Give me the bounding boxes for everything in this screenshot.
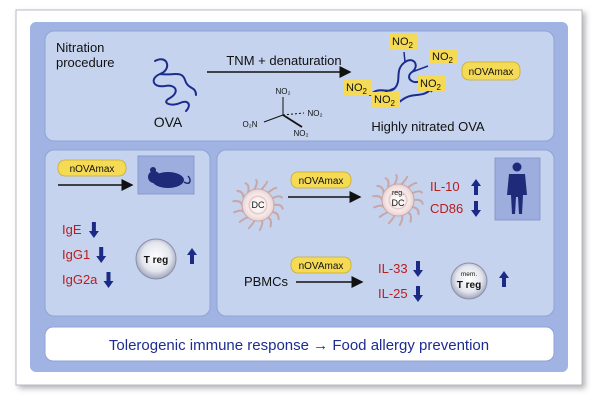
- no2-label: NO2: [430, 49, 458, 65]
- novamax-badge-top-panel: nOVAmax: [461, 61, 521, 81]
- nitration-panel: Nitration procedure OVA TNM + denaturati…: [44, 30, 555, 142]
- marker-label: IL-10: [430, 179, 460, 194]
- nitration-title-line1: Nitration: [56, 40, 104, 55]
- tnm-molecule-icon: NO₂ O₂N NO₂ NO₂: [242, 87, 322, 138]
- pbmc-label: PBMCs: [244, 274, 289, 289]
- nitrated-ova-label: Highly nitrated OVA: [371, 119, 485, 134]
- marker-down-arrow-icon: [471, 201, 481, 217]
- no2-text: NO2: [374, 94, 396, 108]
- no2-text: NO2: [346, 82, 368, 96]
- no2-label: NO2: [418, 76, 446, 92]
- dc-cell-icon: [232, 179, 284, 231]
- mem-treg-arrow-glyph: [499, 271, 509, 287]
- mem-treg-up-arrow-icon: [499, 271, 509, 287]
- cytokine-label: IL-33: [378, 261, 408, 276]
- antibody-down-arrow-icon: [103, 272, 114, 288]
- novamax-badge-dc-label: nOVAmax: [299, 176, 344, 187]
- dc-label: DC: [252, 200, 265, 210]
- reg-dc-cell-icon: [372, 174, 424, 226]
- ova-label: OVA: [154, 114, 183, 130]
- antibody-down-arrow-icon: [88, 222, 99, 238]
- no2-text: NO2: [392, 36, 414, 50]
- nitration-title-line2: procedure: [56, 55, 115, 70]
- novamax-badge-top-label: nOVAmax: [469, 67, 514, 78]
- marker-label: CD86: [430, 201, 463, 216]
- treg-arrow-glyph: [187, 248, 197, 264]
- antibody-label: IgG2a: [62, 272, 98, 287]
- no2-text: NO2: [420, 78, 442, 92]
- mem-treg-label-line2: T reg: [457, 280, 481, 291]
- no2-label: NO2: [372, 92, 400, 108]
- human-icon: [507, 162, 527, 214]
- ova-protein-icon: [152, 58, 197, 112]
- tnm-left-o2n: O₂N: [242, 120, 257, 129]
- tnm-right-no2: NO₂: [307, 109, 322, 118]
- mouse-icon: [148, 167, 191, 188]
- antibody-label: IgG1: [62, 247, 90, 262]
- treg-up-arrow-icon: [187, 248, 197, 264]
- bottom-banner: Tolerogenic immune response → Food aller…: [44, 326, 555, 362]
- novamax-badge-pbmc-label: nOVAmax: [299, 261, 344, 272]
- cytokine-down-arrow-icon: [413, 286, 423, 302]
- mem-treg-label-line1: mem.: [461, 271, 477, 278]
- treg-label: T reg: [144, 255, 168, 266]
- banner-text: Tolerogenic immune response → Food aller…: [109, 337, 489, 354]
- mem-treg-cell: mem. T reg: [450, 262, 488, 300]
- cytokine-label: IL-25: [378, 286, 408, 301]
- reg-dc-label-line2: DC: [392, 198, 405, 208]
- tnm-top-no2: NO₂: [275, 87, 290, 96]
- treg-cell: T reg: [135, 238, 177, 280]
- nitrated-ova-protein-icon: [369, 59, 435, 105]
- no2-label: NO2: [390, 34, 418, 50]
- nitration-panel-bg: [44, 30, 555, 142]
- no2-text: NO2: [432, 51, 454, 65]
- marker-up-arrow-icon: [471, 179, 481, 195]
- novamax-badge-mouse-label: nOVAmax: [70, 164, 115, 175]
- antibody-label: IgE: [62, 222, 82, 237]
- no2-label: NO2: [344, 80, 372, 96]
- reg-dc-label-line1: reg.: [392, 190, 404, 197]
- tnm-bottom-no2: NO₂: [293, 129, 308, 138]
- nitration-arrow-label: TNM + denaturation: [226, 53, 341, 68]
- antibody-down-arrow-icon: [96, 247, 107, 263]
- cytokine-down-arrow-icon: [413, 261, 423, 277]
